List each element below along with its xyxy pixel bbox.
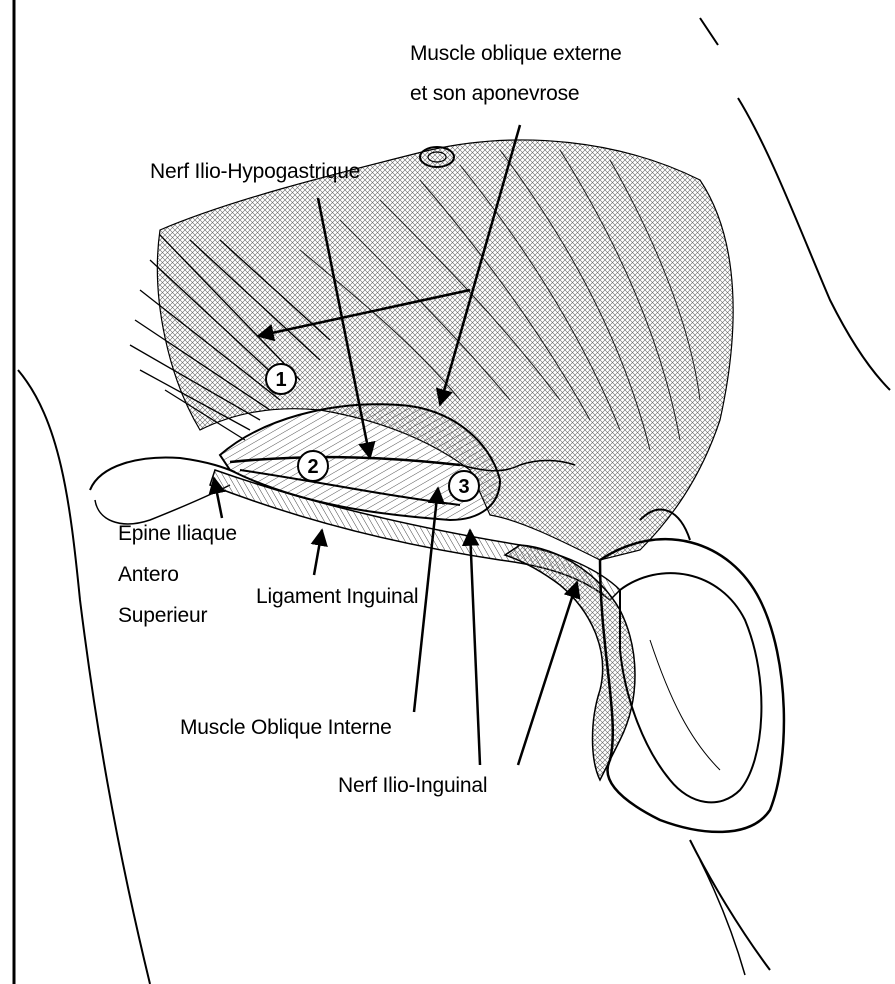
- marker-2: 2: [298, 451, 328, 481]
- label-epine-line1: Epine Iliaque: [118, 520, 237, 547]
- label-epine-line3: Superieur: [118, 602, 207, 629]
- marker-3-label: 3: [458, 476, 469, 498]
- marker-1-label: 1: [275, 369, 286, 391]
- thigh-line: [690, 840, 770, 970]
- marker-1: 1: [266, 364, 296, 394]
- label-nerf-ilio-inguinal: Nerf Ilio-Inguinal: [338, 772, 487, 799]
- label-nerf-ilio-hypogastrique: Nerf Ilio-Hypogastrique: [150, 158, 360, 185]
- label-ligament-inguinal: Ligament Inguinal: [256, 583, 418, 610]
- label-muscle-oblique-interne: Muscle Oblique Interne: [180, 714, 392, 741]
- label-oblique-externe-line1: Muscle oblique externe: [410, 40, 622, 67]
- marker-3: 3: [449, 471, 479, 501]
- thigh-line-2: [700, 860, 745, 975]
- testis: [620, 573, 761, 802]
- iliac-outline-lower: [95, 485, 230, 524]
- marker-2-label: 2: [307, 456, 318, 478]
- label-oblique-externe-line2: et son aponevrose: [410, 80, 579, 107]
- body-outline-right-top: [738, 98, 890, 390]
- arrow-ligament: [314, 530, 322, 575]
- arrow-ilio-inguinal-2: [518, 582, 577, 765]
- label-epine-line2: Antero: [118, 561, 179, 588]
- body-outline-tick: [700, 18, 718, 45]
- arrow-ilio-inguinal-1: [470, 530, 480, 765]
